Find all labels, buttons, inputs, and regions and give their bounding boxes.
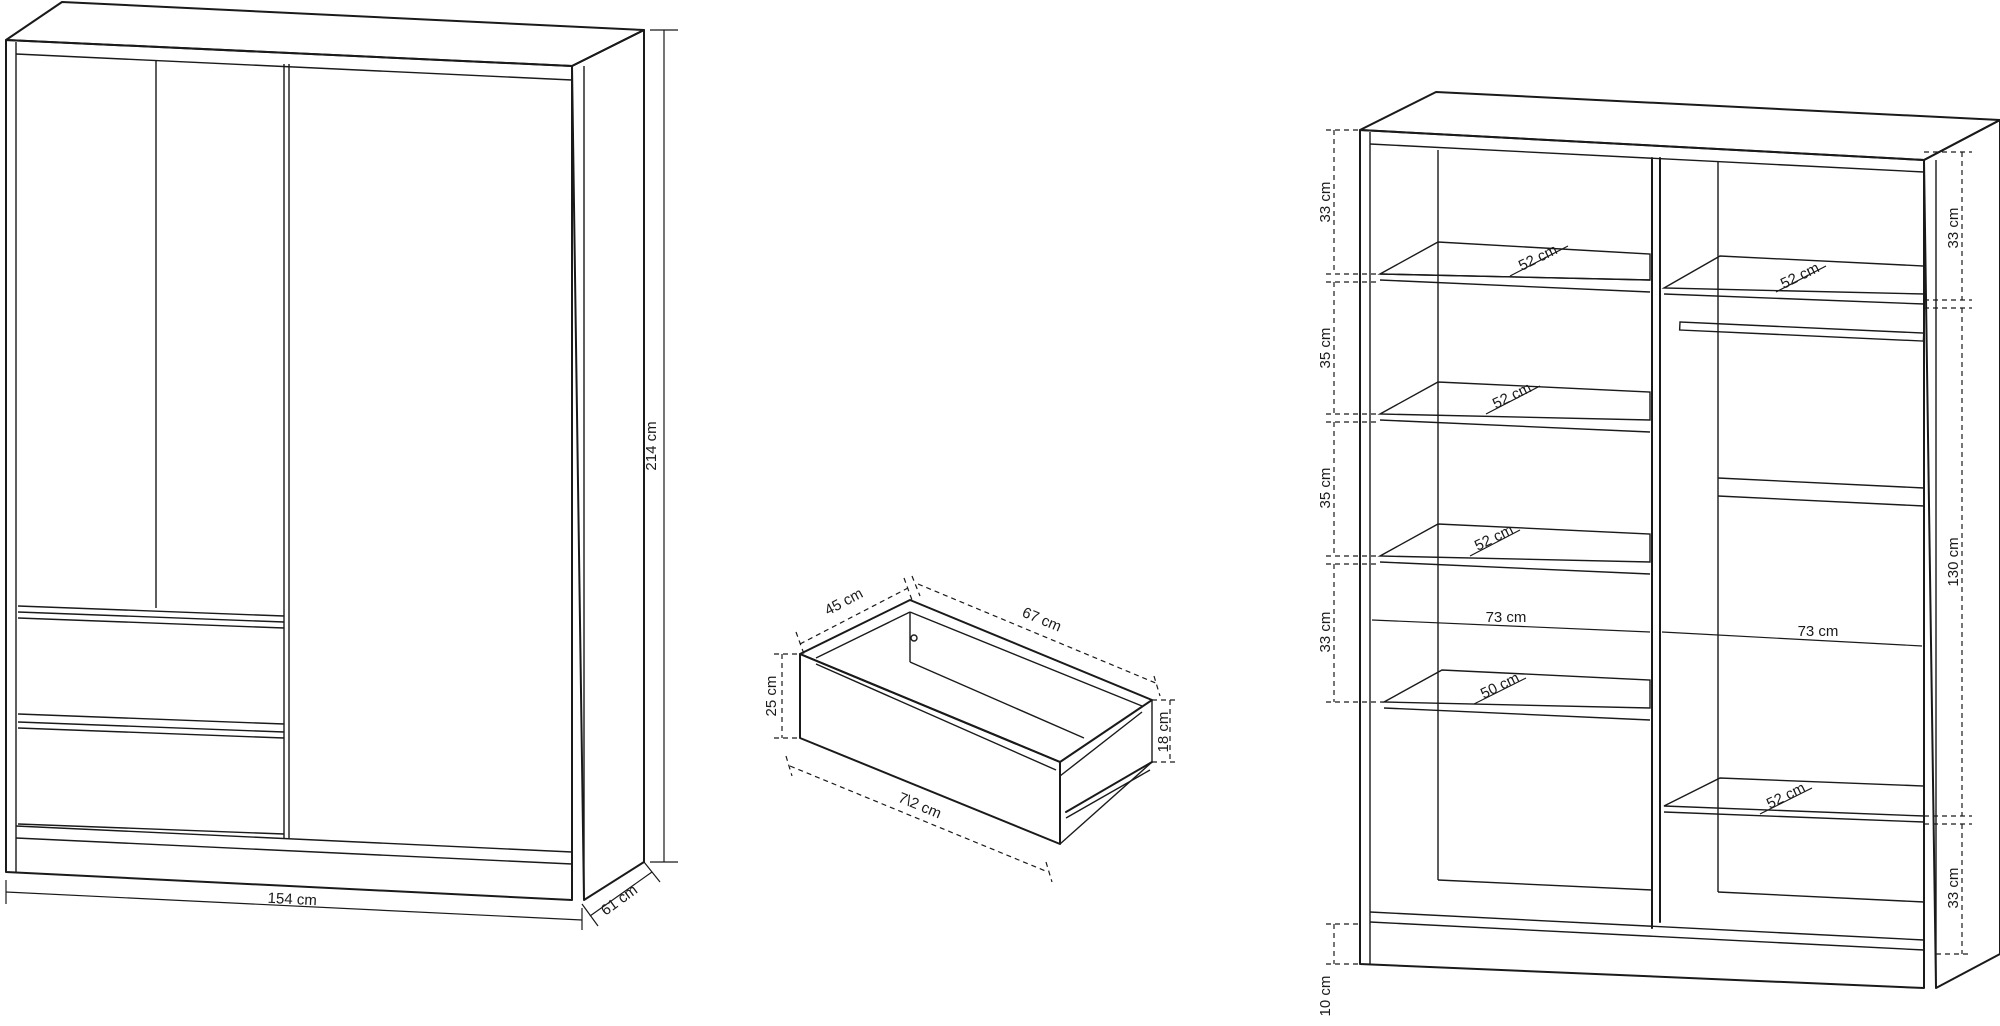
drawer-depth-label: 45 cm (822, 585, 866, 619)
drawer-front-height-label: 25 cm (763, 676, 780, 717)
right-compartment-width-label: 73 cm (1798, 623, 1839, 640)
wardrobe-front-view: 154 cm 214 cm 61 cm (5, 1, 678, 930)
hanging-rail (1678, 321, 1925, 342)
wardrobe-top-face (5, 1, 645, 67)
left-shelves (1377, 241, 1651, 721)
right-height-label-1: 33 cm (1945, 208, 1962, 249)
left-height-label-5: 10 cm (1317, 976, 1334, 1017)
shelf-depth-label-5: 50 cm (1478, 669, 1522, 702)
height-label: 214 cm (643, 421, 660, 470)
interior-top-face (1359, 91, 2000, 161)
dimension-line-left-width (1371, 619, 1651, 633)
shelf-depth-label-6: 52 cm (1764, 779, 1808, 812)
interior-side-face (1923, 119, 2000, 989)
dimension-line-right-width (1661, 631, 1923, 647)
right-height-label-2: 130 cm (1945, 537, 1962, 586)
dimension-line-drawer-depth (799, 587, 909, 645)
right-height-dimensions: 33 cm 130 cm 33 cm (1924, 151, 1972, 955)
dimension-line-width (5, 891, 583, 921)
dimension-line-depth (589, 871, 653, 917)
wardrobe-side-face (571, 29, 645, 901)
dimension-line-drawer-length (917, 583, 1159, 685)
drawer-detail-view: 45 cm 67 cm 25 cm 18 cm 7\2 cm (763, 575, 1178, 883)
drawer-length-label: 67 cm (1020, 604, 1064, 635)
left-height-label-1: 33 cm (1317, 182, 1334, 223)
right-height-label-3: 33 cm (1945, 868, 1962, 909)
left-height-label-4: 33 cm (1317, 612, 1334, 653)
left-compartment-width-label: 73 cm (1486, 609, 1527, 626)
width-label: 154 cm (267, 890, 317, 909)
left-height-label-3: 35 cm (1317, 468, 1334, 509)
dimension-line-drawer-front-width (789, 765, 1049, 873)
left-height-label-2: 35 cm (1317, 328, 1334, 369)
wardrobe-interior-view: 52 cm 52 cm 52 cm 52 cm 50 cm 52 cm 73 c… (1317, 91, 2000, 1017)
drawer-inner-height-label: 18 cm (1155, 712, 1172, 753)
interior-body (1359, 129, 1925, 989)
right-shelves (1661, 255, 1925, 823)
left-height-dimensions: 33 cm 35 cm 35 cm 33 cm 10 cm (1317, 129, 1384, 1017)
